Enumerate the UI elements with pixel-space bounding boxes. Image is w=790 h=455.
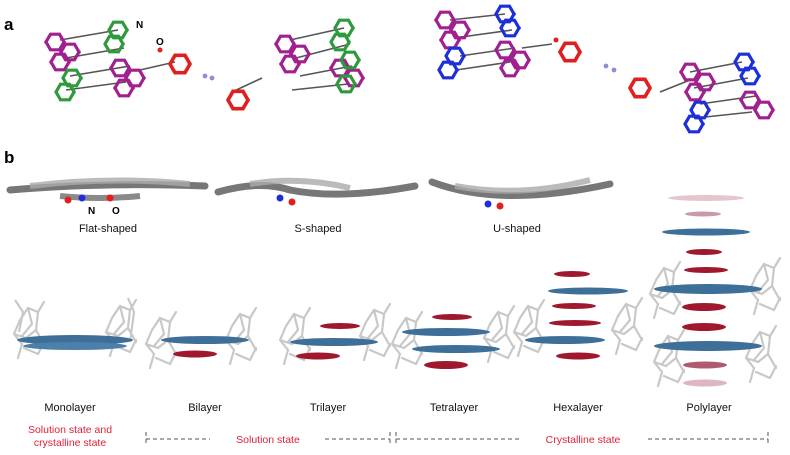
- atom-label-n-b: N: [88, 206, 95, 217]
- panel-a-label: a: [4, 15, 14, 34]
- atom-label-o-b: O: [112, 206, 120, 217]
- caption-polylayer: Polylayer: [686, 402, 732, 414]
- state-mixed-line2: crystalline state: [34, 437, 107, 449]
- panel-b-label: b: [4, 148, 14, 167]
- caption-bilayer: Bilayer: [188, 402, 222, 414]
- caption-flat-shaped: Flat-shaped: [79, 223, 137, 235]
- conformer-u: [428, 177, 614, 210]
- molecule-a-left: N O: [42, 18, 367, 111]
- molecule-a-right: [432, 4, 777, 134]
- structure-bilayer: [144, 306, 258, 370]
- caption-trilayer: Trilayer: [310, 402, 347, 414]
- solution-range-bracket: [145, 432, 391, 446]
- state-crystalline: Crystalline state: [546, 434, 621, 446]
- structure-polylayer: [648, 195, 782, 388]
- caption-s-shaped: S-shaped: [294, 223, 341, 235]
- conformer-s: [214, 177, 419, 206]
- atom-label-n-a: N: [136, 20, 143, 31]
- caption-u-shaped: U-shaped: [493, 223, 541, 235]
- structure-trilayer: [278, 302, 392, 366]
- atom-label-o-a: O: [156, 37, 164, 48]
- state-solution: Solution state: [236, 434, 300, 446]
- caption-monolayer: Monolayer: [44, 402, 96, 414]
- caption-tetralayer: Tetralayer: [430, 402, 479, 414]
- state-mixed-line1: Solution state and: [28, 424, 112, 436]
- structure-monolayer: [12, 297, 138, 360]
- structure-hexalayer: [512, 271, 644, 360]
- structure-tetralayer: [390, 304, 516, 370]
- caption-hexalayer: Hexalayer: [553, 402, 603, 414]
- conformer-flat: N O: [6, 177, 209, 217]
- crystalline-range-bracket: [395, 432, 769, 446]
